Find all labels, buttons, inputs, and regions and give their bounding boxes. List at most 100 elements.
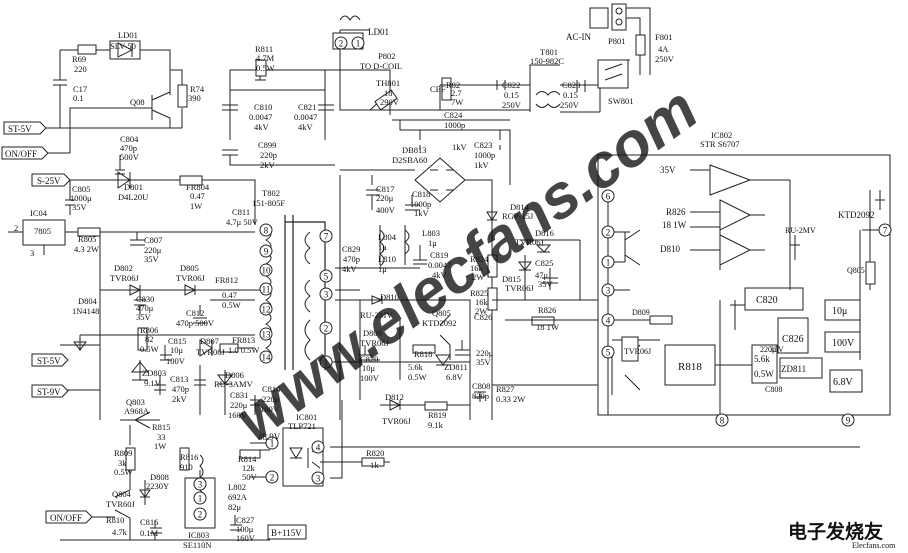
svg-text:电子发烧友: 电子发烧友: [788, 520, 883, 543]
bridge-rectifier: [339, 157, 493, 420]
svg-text:ON/OFF: ON/OFF: [50, 513, 82, 523]
label-r805b: 4.3 2W: [74, 244, 99, 254]
label-c814a: 220μ: [262, 394, 280, 404]
label-c830: C830: [136, 294, 154, 304]
svg-text:ON/OFF: ON/OFF: [5, 149, 37, 159]
label-c823a: 1000p: [474, 150, 495, 160]
label-l802: L802: [228, 482, 246, 492]
label-c828: C828: [562, 80, 580, 90]
t802-pin-label-4: 11: [262, 285, 271, 295]
ic802-pin-label-7: 8: [720, 416, 725, 426]
r1k-body: [621, 336, 639, 362]
r814-body: [239, 449, 261, 459]
label-c812: C812: [186, 308, 204, 318]
label-c831b: 160V: [228, 410, 248, 420]
t802-pin-7: [259, 350, 273, 364]
t802-pin-11: [319, 321, 333, 335]
label-c814b: 160V: [260, 404, 280, 414]
label-l802a: 692A: [228, 492, 248, 502]
label-d808: D808: [150, 472, 169, 482]
label-p801: P801: [608, 36, 625, 46]
standby-block: [8, 40, 188, 154]
svg-text:35V: 35V: [770, 345, 784, 354]
t802-pin-label-9: 5: [324, 272, 329, 282]
label-q08: Q08: [130, 97, 145, 107]
on-off-tag-bottom: ON/OFF: [45, 510, 93, 524]
ic802-internal-labels: 35V R826 18 1W D810 RU-2MV Q805 KTD2092 …: [624, 165, 875, 394]
label-d810b: RU-2MV: [360, 310, 393, 320]
label-c17: C17: [73, 84, 87, 94]
label-r811: R811: [255, 44, 273, 54]
label-c813b: 2kV: [172, 394, 188, 404]
label-p802: P802: [378, 51, 395, 61]
r818-body: [412, 344, 436, 354]
t802-pin-6: [259, 327, 273, 341]
ic801-pin-4: [311, 471, 325, 485]
label-c816: C816: [140, 517, 158, 527]
label-d812b: TVR06J: [382, 416, 412, 426]
label-l803: L803: [422, 228, 440, 238]
label-d809b: TVR06J: [360, 338, 390, 348]
label-c17v: 0.1: [73, 93, 84, 103]
svg-text:35V: 35V: [660, 165, 676, 175]
label-c829b: 4kV: [342, 264, 358, 274]
or-gate-box: [777, 317, 809, 354]
ic801-pin-3: [311, 440, 325, 454]
label-ic802: IC802: [711, 130, 732, 140]
label-r818: R818: [414, 349, 432, 359]
uvlo-box: [829, 369, 863, 393]
ic802-pin-label-3: 1: [606, 258, 611, 268]
label-db813b: D2SBA60: [392, 155, 427, 165]
ic802-pin-label-2: 2: [606, 228, 611, 238]
r824-body: [487, 254, 498, 278]
label-r814a: 12k: [242, 463, 256, 473]
label-c826a: 220μ: [476, 348, 494, 358]
label-r69v: 220: [74, 64, 87, 74]
label-c811a: 4.7μ 50V: [226, 217, 259, 227]
ic802-block: [597, 154, 891, 416]
ovp-box: [779, 357, 823, 379]
degauss-label: LD01: [368, 27, 389, 37]
label-pin3l: 3: [30, 248, 34, 258]
label-r809b: 0.5W: [114, 467, 133, 477]
f801-fuse: [635, 34, 646, 56]
label-c805a: 1000μ: [70, 193, 92, 203]
svg-text:C808: C808: [765, 385, 782, 394]
label-c825: C825: [535, 258, 553, 268]
r820-body: [361, 457, 385, 467]
elecfans-logo: 电子发烧友 Elecfans.com: [788, 520, 896, 550]
label-r816: R816: [180, 452, 198, 462]
ic802-pin-9: [878, 223, 892, 237]
label-d802: D802: [114, 263, 133, 273]
label-cef: CEF: [430, 84, 446, 94]
label-r825a: 16k: [475, 297, 489, 307]
label-r806a: 82: [145, 334, 154, 344]
oscillator-box: [744, 287, 804, 311]
label-d809: D809: [363, 328, 382, 338]
label-d802b: TVR06J: [110, 273, 140, 283]
label-q803: Q803: [126, 397, 145, 407]
ic802-pin-8: [841, 413, 855, 427]
label-c824a: 1000p: [444, 120, 465, 130]
label-fr804b: 1W: [190, 201, 202, 211]
label-r811b: 0.5W: [256, 63, 275, 73]
svg-text:5.6k: 5.6k: [754, 354, 770, 364]
label-l804a: 1μ: [378, 242, 387, 252]
label-pin2l: 2: [14, 223, 18, 233]
label-q805: Q805: [432, 308, 451, 318]
label-c899: C899: [258, 140, 276, 150]
label-c820a: 10μ: [362, 363, 376, 373]
label-r824a: 16k: [470, 263, 484, 273]
label-l810a: 1μ: [378, 264, 387, 274]
svg-text:ST-5V: ST-5V: [37, 356, 61, 366]
label-c820: C820: [360, 354, 378, 364]
ic801-pin-label-2: 2: [270, 473, 275, 483]
ic802-pin-5: [601, 313, 615, 327]
svg-text:C826: C826: [782, 334, 804, 345]
st5v-tag-top: ST-5V: [3, 121, 47, 135]
t802-pin-5: [259, 302, 273, 316]
label-th801: TH801: [376, 78, 400, 88]
t802-pin-10: [319, 287, 333, 301]
